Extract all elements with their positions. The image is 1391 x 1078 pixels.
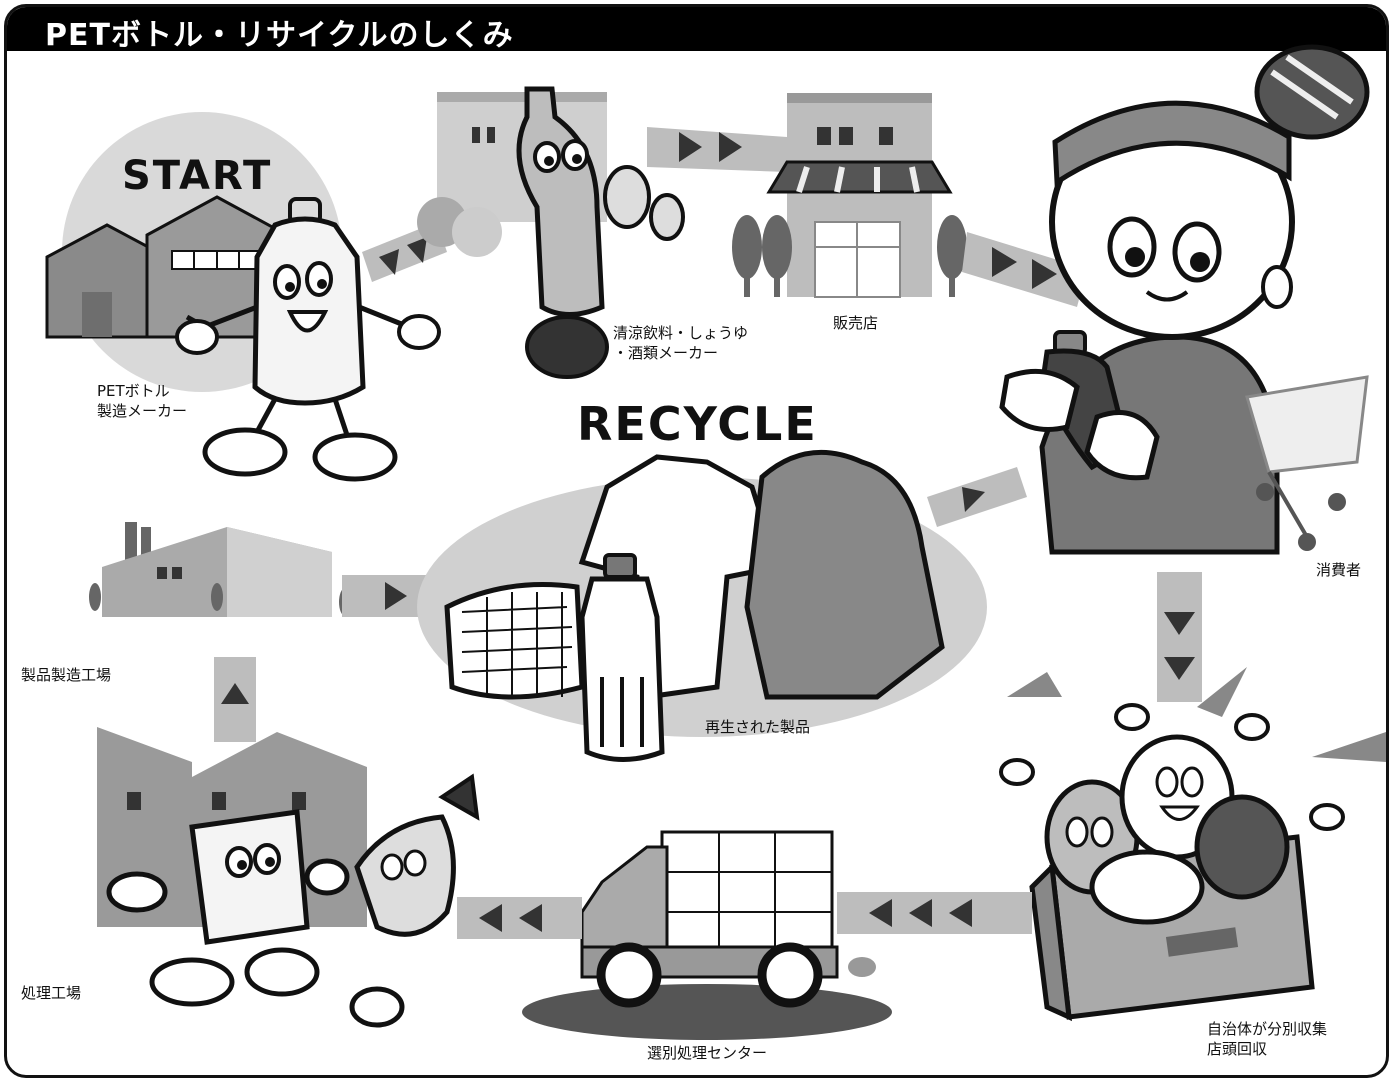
truck-illustration xyxy=(522,830,892,1040)
flow-arrow-2 xyxy=(647,127,787,172)
flow-arrow-3 xyxy=(962,232,1087,307)
recycled-products-illustration xyxy=(417,449,987,762)
recycle-heading: RECYCLE xyxy=(577,397,818,451)
label-consumer: 消費者 xyxy=(1316,561,1362,579)
consumer-illustration xyxy=(999,44,1370,555)
store-illustration xyxy=(732,93,967,298)
label-collection-line1: 自治体が分別収集 xyxy=(1207,1020,1328,1038)
label-manufacturer: PETボトル 製造メーカー xyxy=(97,381,187,421)
manufacturer-illustration xyxy=(45,112,441,482)
label-collection: 自治体が分別収集 店頭回収 xyxy=(1207,1019,1327,1059)
beverage-maker-illustration xyxy=(417,86,685,379)
product-factory-illustration xyxy=(89,522,365,617)
label-sorting-center: 選別処理センター xyxy=(647,1044,768,1062)
recycle-flow-illustration xyxy=(45,44,1386,1040)
collection-box-illustration xyxy=(999,667,1386,1022)
label-processing-plant: 処理工場 xyxy=(21,984,82,1002)
diagram-frame: PETボトル・リサイクルのしくみ xyxy=(4,4,1389,1078)
label-product-factory: 製品製造工場 xyxy=(21,666,112,684)
label-beverage-maker-line2: ・酒類メーカー xyxy=(613,344,719,362)
label-beverage-maker-line1: 清涼飲料・しょうゆ xyxy=(613,324,749,342)
label-store: 販売店 xyxy=(833,314,879,332)
processing-plant-illustration xyxy=(97,727,480,1028)
label-recycled-products: 再生された製品 xyxy=(705,718,811,736)
label-collection-line2: 店頭回収 xyxy=(1207,1040,1268,1058)
flow-arrow-7 xyxy=(214,657,256,742)
flow-arrow-6 xyxy=(457,897,582,939)
start-heading: START xyxy=(122,153,273,199)
flow-arrow-4 xyxy=(1157,572,1202,702)
label-manufacturer-line2: 製造メーカー xyxy=(97,402,188,420)
label-beverage-maker: 清涼飲料・しょうゆ ・酒類メーカー xyxy=(613,323,748,363)
flow-arrow-9 xyxy=(927,467,1027,527)
page-title: PETボトル・リサイクルのしくみ xyxy=(45,18,514,53)
label-manufacturer-line1: PETボトル xyxy=(97,382,170,400)
flow-arrow-5 xyxy=(837,892,1032,934)
title-bar: PETボトル・リサイクルのしくみ xyxy=(7,7,1386,53)
